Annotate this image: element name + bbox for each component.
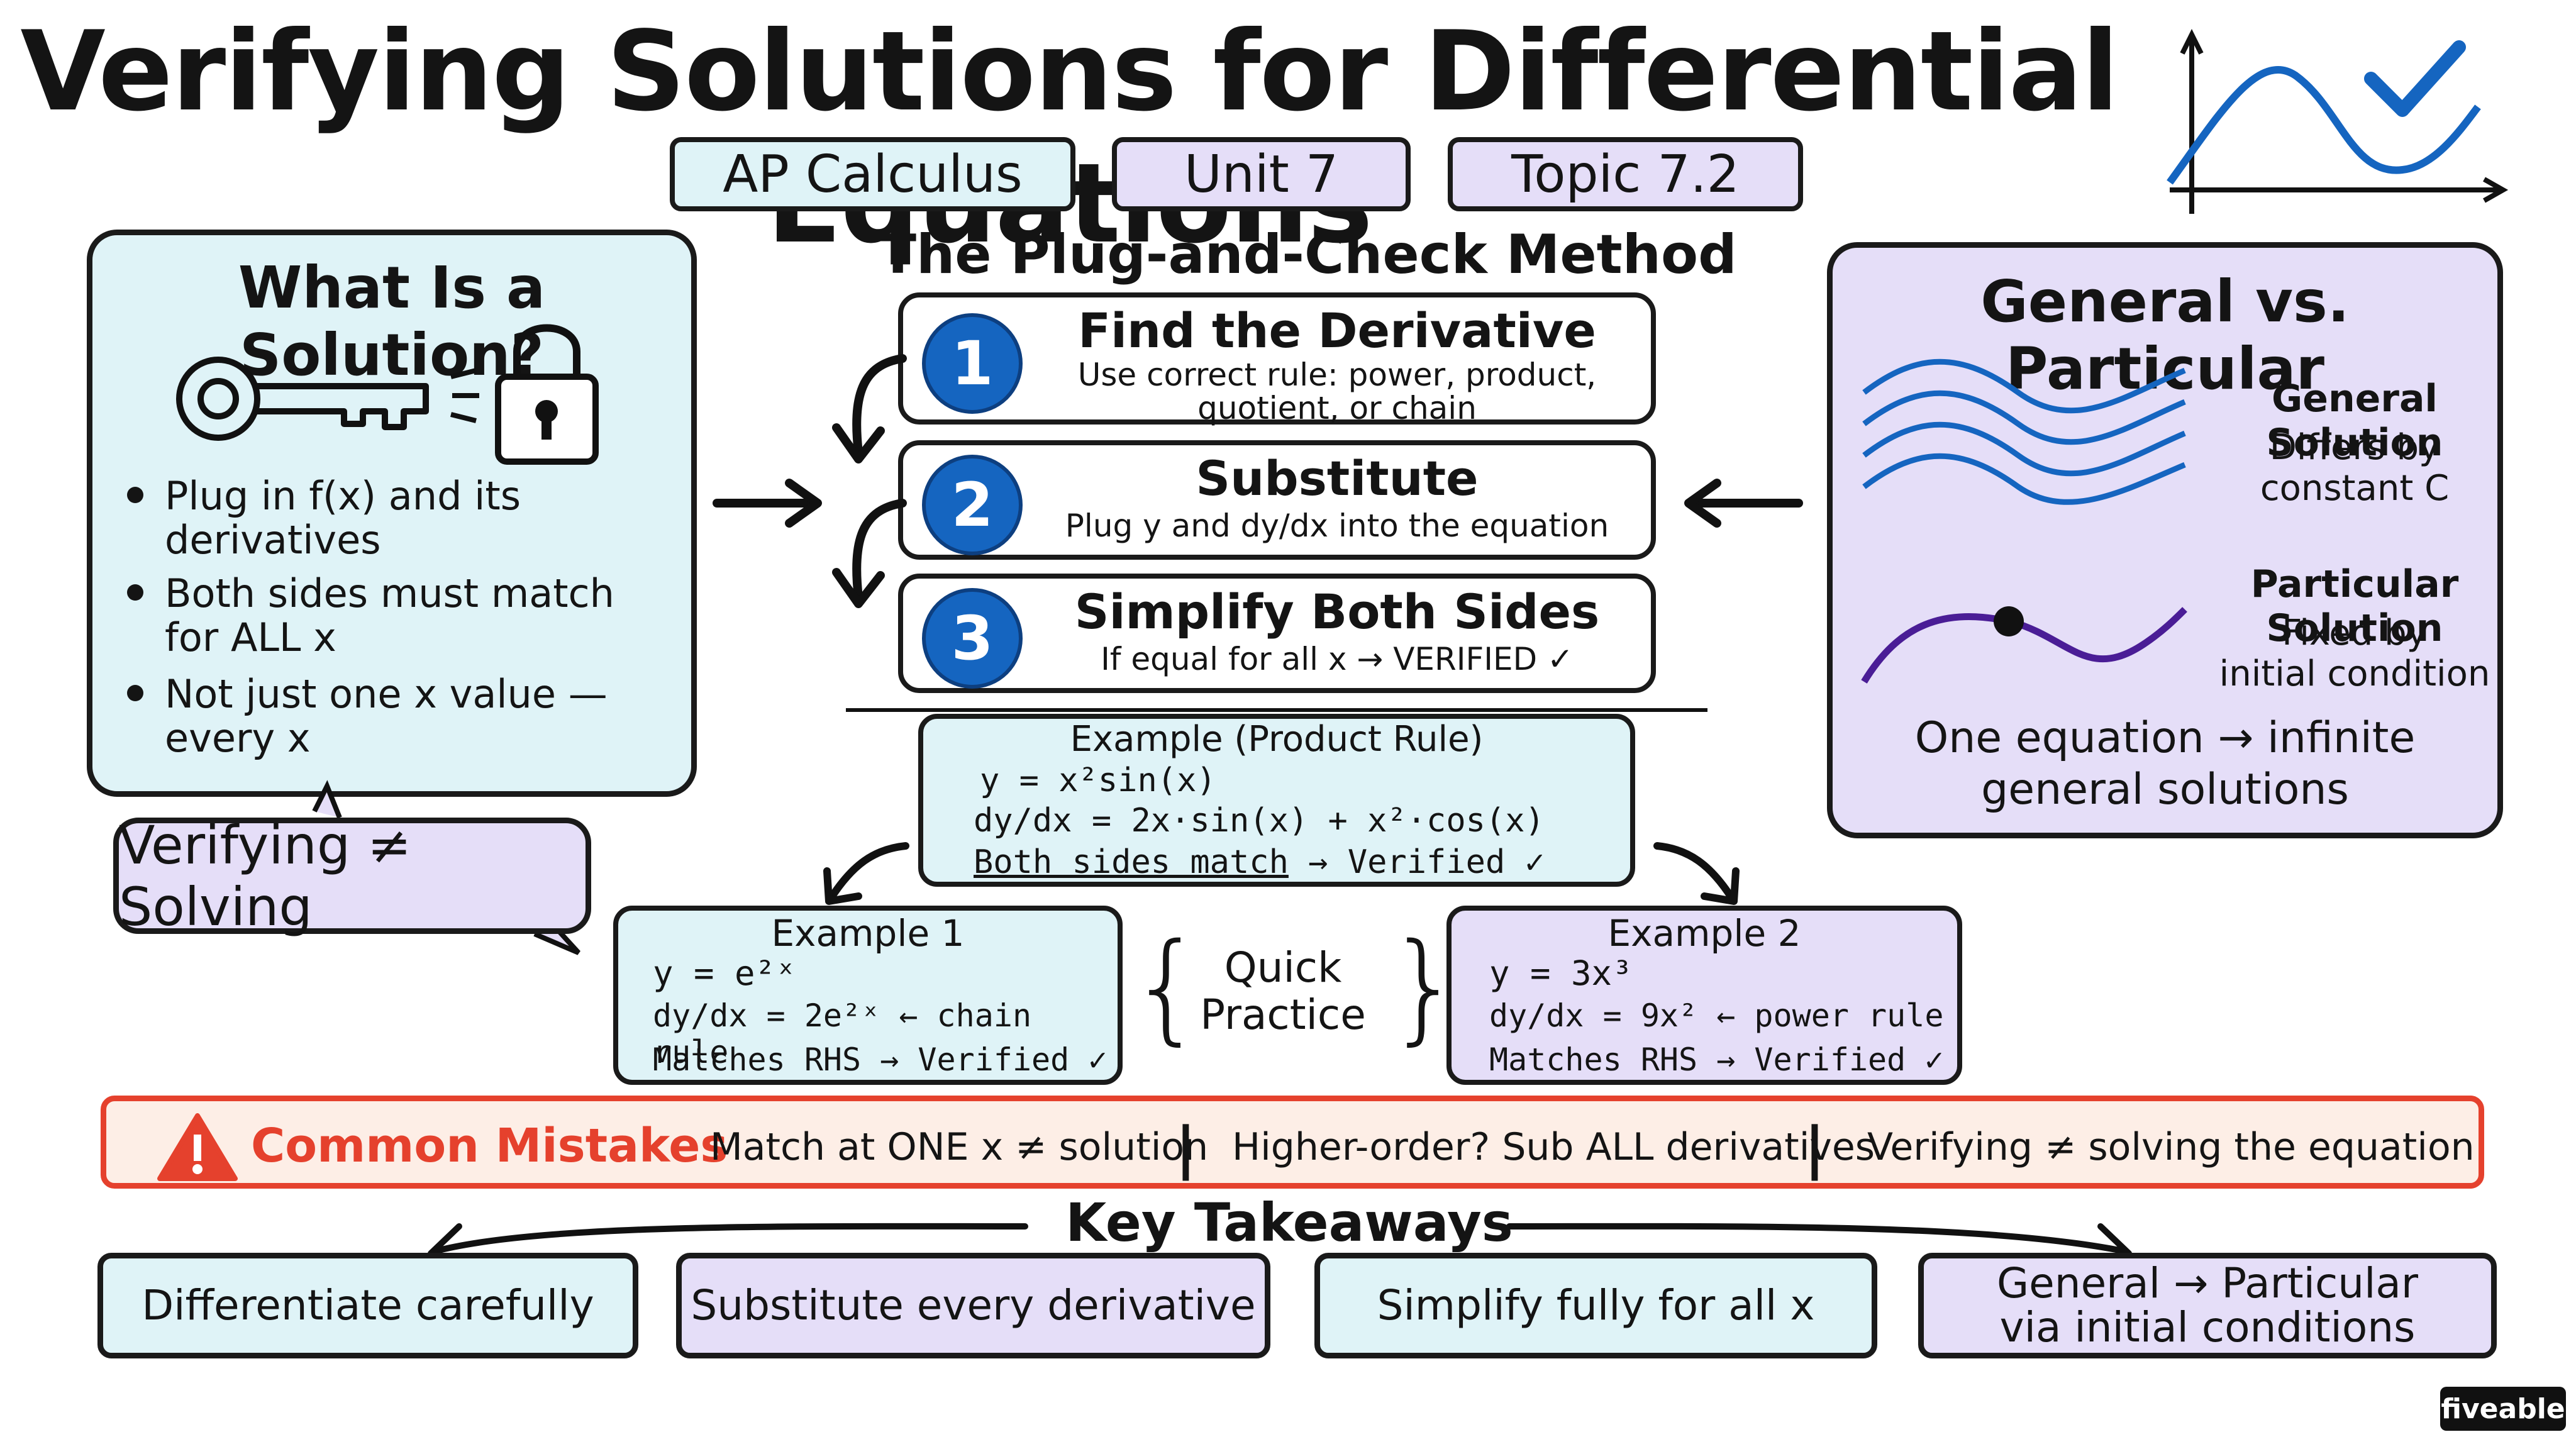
callout-text: Verifying ≠ Solving: [119, 814, 412, 938]
step-substitute: 2 Substitute Plug y and dy/dx into the e…: [898, 440, 1656, 560]
step-arrow-2-to-3-icon: [832, 499, 907, 608]
mistake-separator-2: |: [1804, 1115, 1825, 1181]
tag-unit: Unit 7: [1112, 137, 1411, 211]
step-number-3: 3: [922, 588, 1023, 689]
mistake-item-1: Match at ONE x ≠ solution: [710, 1125, 1209, 1169]
step-1-desc-line-1: Use correct rule: power, product,: [1077, 357, 1597, 393]
common-mistakes-label: Common Mistakes: [251, 1119, 728, 1173]
arrow-left-icon: [1684, 479, 1803, 528]
general-vs-particular-panel: General vs. Particular General Solution …: [1827, 242, 2503, 838]
method-heading: The Plug-and-Check Method: [879, 223, 1737, 286]
solution-bullet-2: Both sides must match for ALL x: [127, 572, 680, 660]
solution-bullet-3: Not just one x value — every x: [127, 672, 680, 760]
takeaway-substitute: Substitute every derivative: [676, 1253, 1270, 1358]
product-example-line-2: dy/dx = 2x·sin(x) + x²·cos(x): [974, 802, 1545, 840]
common-mistakes-bar: Common Mistakes Match at ONE x ≠ solutio…: [101, 1096, 2484, 1189]
example-2-line-1: y = 3x³: [1489, 953, 1633, 993]
summary-line-2: general solutions: [1981, 765, 2349, 814]
quick-practice-line-2: Practice: [1200, 991, 1366, 1039]
general-solution-curves-icon: [1862, 358, 2186, 505]
general-solution-desc-1: Differs by: [2269, 427, 2440, 468]
method-divider: [846, 708, 1707, 712]
takeaway-differentiate: Differentiate carefully: [97, 1253, 638, 1358]
brace-left-icon: {: [1129, 918, 1205, 1057]
fiveable-logo: fiveable: [2440, 1387, 2566, 1431]
product-rule-example: Example (Product Rule) y = x²sin(x) dy/d…: [918, 714, 1635, 887]
takeaway-general-particular: General → Particular via initial conditi…: [1918, 1253, 2497, 1358]
takeaway-general-particular-line-1: General → Particular: [1996, 1259, 2419, 1307]
step-2-title: Substitute: [1196, 450, 1479, 506]
example-1-card: Example 1 y = e²ˣ dy/dx = 2e²ˣ ← chain r…: [613, 906, 1123, 1085]
takeaway-general-particular-line-2: via initial conditions: [1999, 1303, 2416, 1352]
key-lock-icon: [176, 324, 599, 465]
general-solution-desc-2: constant C: [2260, 468, 2450, 509]
arrow-to-example-1-icon: [823, 842, 909, 905]
tag-topic: Topic 7.2: [1448, 137, 1803, 211]
step-find-derivative: 1 Find the Derivative Use correct rule: …: [898, 292, 1656, 426]
arrow-to-example-2-icon: [1653, 842, 1740, 905]
takeaway-simplify: Simplify fully for all x: [1314, 1253, 1877, 1358]
product-example-result-rest: → Verified ✓: [1288, 843, 1545, 881]
step-2-desc: Plug y and dy/dx into the equation: [1065, 508, 1609, 544]
arrow-right-icon: [713, 479, 822, 528]
step-arrow-1-to-2-icon: [832, 354, 907, 464]
product-example-result-underlined: Both sides match: [974, 843, 1289, 881]
mistake-item-2: Higher-order? Sub ALL derivatives: [1232, 1125, 1875, 1169]
graph-check-icon: [2167, 29, 2509, 214]
step-1-title: Find the Derivative: [1078, 303, 1596, 358]
quick-practice-line-1: Quick: [1224, 943, 1342, 992]
example-2-title: Example 2: [1607, 912, 1801, 955]
step-1-desc-line-2: quotient, or chain: [1197, 390, 1477, 426]
step-3-title: Simplify Both Sides: [1074, 584, 1600, 640]
summary-line-1: One equation → infinite: [1914, 713, 2416, 763]
particular-solution-curve-icon: [1861, 606, 2187, 684]
fiveable-logo-text: fiveable: [2441, 1392, 2565, 1425]
mistake-separator-1: |: [1175, 1115, 1196, 1181]
step-number-2: 2: [922, 455, 1023, 555]
solution-bullet-1: Plug in f(x) and its derivatives: [127, 474, 680, 562]
warning-icon: [157, 1113, 238, 1181]
step-3-desc: If equal for all x → VERIFIED ✓: [1101, 641, 1574, 677]
example-2-card: Example 2 y = 3x³ dy/dx = 9x² ← power ru…: [1446, 906, 1962, 1085]
tag-ap-calculus: AP Calculus: [670, 137, 1075, 211]
step-number-1: 1: [922, 313, 1023, 414]
general-solution-title: General Solution: [2266, 377, 2443, 465]
example-2-line-3: Matches RHS → Verified ✓: [1489, 1041, 1944, 1078]
example-1-line-1: y = e²ˣ: [653, 953, 796, 993]
general-vs-particular-heading: General vs. Particular: [1980, 268, 2350, 402]
example-1-line-2: dy/dx = 2e²ˣ ← chain rule: [653, 997, 1032, 1070]
what-is-solution-heading: What Is a Solution?: [238, 254, 546, 389]
particular-solution-desc-2: initial condition: [2219, 653, 2490, 694]
verifying-not-solving-callout: Verifying ≠ Solving: [113, 814, 591, 938]
mistake-item-3: Verifying ≠ solving the equation: [1867, 1125, 2475, 1169]
product-example-title: Example (Product Rule): [1070, 719, 1484, 760]
step-simplify: 3 Simplify Both Sides If equal for all x…: [898, 574, 1656, 693]
product-example-line-1: y = x²sin(x): [980, 762, 1216, 799]
example-1-title: Example 1: [771, 912, 965, 955]
example-1-line-3: Matches RHS → Verified ✓: [653, 1041, 1108, 1078]
what-is-solution-panel: What Is a Solution? Plug in f(x) and its…: [87, 230, 697, 797]
particular-solution-title: Particular Solution: [2250, 562, 2459, 650]
particular-solution-desc-1: Fixed by: [2282, 613, 2428, 653]
quick-practice-label: { Quick Practice }: [1129, 924, 1463, 1063]
key-takeaways-heading: Key Takeaways: [1065, 1192, 1513, 1253]
example-2-line-2: dy/dx = 9x² ← power rule: [1489, 997, 1944, 1034]
product-example-result: Both sides match → Verified ✓: [974, 843, 1545, 881]
